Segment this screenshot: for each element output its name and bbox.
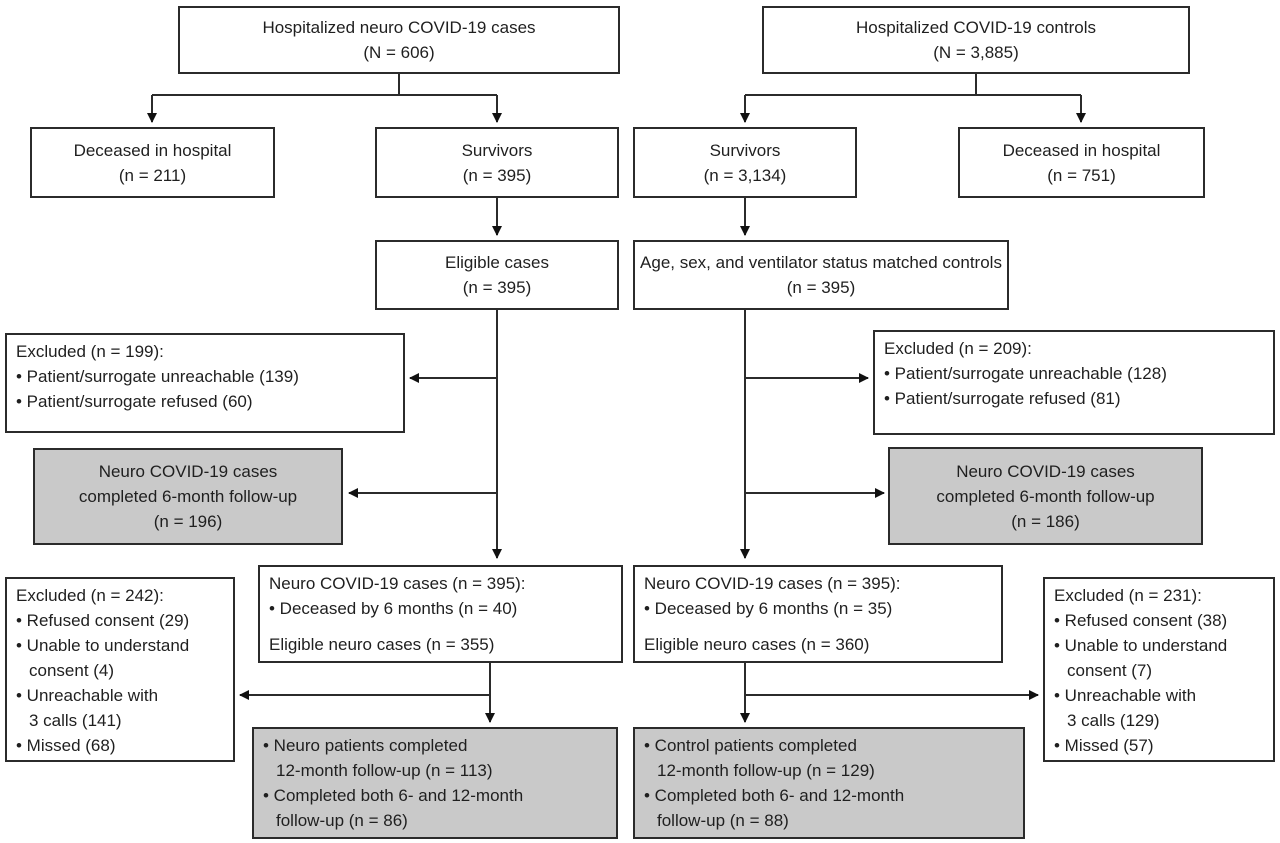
box-line: 3 calls (141)	[29, 711, 122, 730]
box-line: Neuro COVID-19 cases (n = 395):	[644, 574, 901, 593]
box-line: (n = 211)	[118, 165, 187, 185]
box-line: follow-up (n = 86)	[276, 811, 408, 830]
box-line: Excluded (n = 242):	[16, 586, 164, 605]
box-case-12mo-followup: • Neuro patients completed 12-month foll…	[252, 727, 618, 839]
box-line: completed 6-month follow-up	[936, 486, 1155, 506]
box-case-neuro-6mo: Neuro COVID-19 cases (n = 395): • Deceas…	[258, 565, 623, 663]
box-line: Eligible neuro cases (n = 355)	[269, 635, 495, 654]
box-line: • Patient/surrogate unreachable (128)	[884, 364, 1167, 383]
box-line: • Patient/surrogate refused (81)	[884, 389, 1121, 408]
box-line: • Unable to understand	[16, 636, 190, 655]
box-line: Deceased in hospital	[1002, 140, 1161, 160]
box-line: consent (4)	[29, 661, 115, 680]
box-line: • Patient/surrogate unreachable (139)	[16, 367, 299, 386]
box-line: (n = 395)	[462, 278, 532, 297]
box-line: (N = 3,885)	[933, 43, 1019, 62]
connector-case-top-split	[152, 74, 497, 96]
box-control-6mo-followup: Neuro COVID-19 cases completed 6-month f…	[888, 447, 1203, 545]
box-line: • Completed both 6- and 12-month	[644, 786, 905, 805]
box-line: Eligible cases	[445, 253, 549, 272]
box-line: follow-up (n = 88)	[657, 811, 789, 830]
box-line: • Deceased by 6 months (n = 35)	[644, 599, 893, 618]
box-case-survivors: Survivors (n = 395)	[375, 127, 619, 198]
box-line: Eligible neuro cases (n = 360)	[644, 635, 870, 654]
box-line: 3 calls (129)	[1067, 711, 1160, 730]
box-line: completed 6-month follow-up	[78, 487, 298, 506]
box-line: • Unreachable with	[16, 686, 159, 705]
box-case-eligible: Eligible cases (n = 395)	[375, 240, 619, 310]
box-line: • Completed both 6- and 12-month	[263, 786, 524, 805]
box-control-excluded-12mo: Excluded (n = 231): • Refused consent (3…	[1043, 577, 1275, 762]
box-control-12mo-followup: • Control patients completed 12-month fo…	[633, 727, 1025, 839]
box-line: • Refused consent (29)	[16, 611, 190, 630]
box-line: Deceased in hospital	[73, 140, 232, 160]
box-control-matched: Age, sex, and ventilator status matched …	[633, 240, 1009, 310]
box-case-excluded-12mo: Excluded (n = 242): • Refused consent (2…	[5, 577, 235, 762]
box-line: Excluded (n = 231):	[1054, 586, 1202, 605]
box-line: Hospitalized COVID-19 controls	[856, 18, 1096, 37]
box-line: Survivors	[709, 140, 781, 160]
box-line: Survivors	[461, 140, 533, 160]
box-line: (n = 395)	[786, 278, 856, 297]
box-control-excluded-6mo: Excluded (n = 209): • Patient/surrogate …	[873, 330, 1275, 435]
box-case-excluded-6mo: Excluded (n = 199): • Patient/surrogate …	[5, 333, 405, 433]
box-line: • Control patients completed	[644, 736, 857, 755]
box-line: Neuro COVID-19 cases (n = 395):	[269, 574, 526, 593]
box-line: (n = 395)	[462, 165, 532, 185]
box-line: consent (7)	[1067, 661, 1153, 680]
box-line: Neuro COVID-19 cases	[956, 461, 1135, 481]
box-line: (n = 3,134)	[703, 165, 787, 185]
box-line: Hospitalized neuro COVID-19 cases	[262, 18, 536, 37]
box-line: • Neuro patients completed	[263, 736, 468, 755]
box-line: (n = 196)	[153, 512, 223, 531]
box-line: (n = 186)	[1011, 511, 1080, 531]
box-line: • Missed (57)	[1054, 736, 1154, 755]
box-line: • Refused consent (38)	[1054, 611, 1228, 630]
box-line: Neuro COVID-19 cases	[98, 462, 278, 481]
box-case-6mo-followup: Neuro COVID-19 cases completed 6-month f…	[33, 448, 343, 545]
box-control-survivors: Survivors (n = 3,134)	[633, 127, 857, 198]
box-line: Excluded (n = 209):	[884, 339, 1032, 358]
box-hospitalized-neuro-cases: Hospitalized neuro COVID-19 cases (N = 6…	[178, 6, 620, 74]
box-line: (N = 606)	[363, 43, 435, 62]
box-line: 12-month follow-up (n = 129)	[657, 761, 875, 780]
box-control-deceased: Deceased in hospital (n = 751)	[958, 127, 1205, 198]
box-hospitalized-controls: Hospitalized COVID-19 controls (N = 3,88…	[762, 6, 1190, 74]
box-line: • Unable to understand	[1054, 636, 1228, 655]
connector-control-top-split	[745, 74, 1081, 96]
box-case-deceased: Deceased in hospital (n = 211)	[30, 127, 275, 198]
box-line: Age, sex, and ventilator status matched …	[640, 253, 1002, 272]
box-control-neuro-6mo: Neuro COVID-19 cases (n = 395): • Deceas…	[633, 565, 1003, 663]
box-line: (n = 751)	[1047, 165, 1116, 185]
box-line: Excluded (n = 199):	[16, 342, 164, 361]
box-line: • Deceased by 6 months (n = 40)	[269, 599, 518, 618]
box-line: • Unreachable with	[1054, 686, 1197, 705]
box-line: • Patient/surrogate refused (60)	[16, 392, 253, 411]
box-line: • Missed (68)	[16, 736, 116, 755]
box-line: 12-month follow-up (n = 113)	[276, 761, 493, 780]
